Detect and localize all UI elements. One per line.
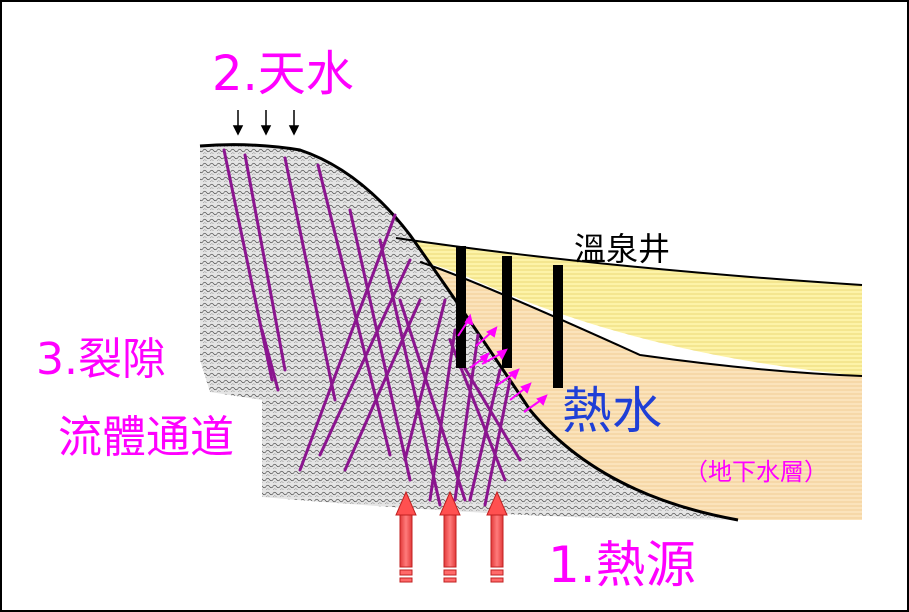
fluid-channel-label: 流體通道 bbox=[58, 412, 234, 463]
ground-surface-line bbox=[199, 143, 739, 522]
fracture-line bbox=[316, 163, 392, 457]
fracture-line bbox=[348, 208, 412, 482]
fracture-line bbox=[398, 298, 467, 502]
fracture-line bbox=[243, 153, 287, 372]
heat-arrow bbox=[439, 490, 461, 583]
hot-water-label: 熱水 bbox=[562, 382, 662, 440]
fracture-lines bbox=[222, 148, 522, 507]
rain-arrowhead bbox=[288, 125, 300, 136]
rain-arrows bbox=[232, 110, 300, 136]
fracture-line bbox=[318, 258, 412, 457]
fracture-line bbox=[378, 238, 442, 507]
heat-arrow bbox=[486, 490, 508, 583]
fracture-line bbox=[298, 213, 397, 472]
aquifer-label: （地下水層） bbox=[684, 458, 828, 486]
fracture-line bbox=[428, 328, 457, 502]
hot-water-arrowhead bbox=[536, 394, 548, 406]
hot-water-arrowhead bbox=[508, 368, 520, 380]
well-bore bbox=[502, 256, 512, 368]
hot-water-arrowhead bbox=[486, 326, 498, 338]
hot-spring-wells bbox=[456, 246, 563, 388]
well-bore bbox=[456, 246, 466, 368]
fracture-line bbox=[260, 328, 280, 392]
fracture-line bbox=[458, 358, 522, 462]
rain-label: 2.天水 bbox=[212, 46, 354, 102]
hot-water-arrowhead bbox=[520, 382, 532, 394]
rain-arrowhead bbox=[260, 125, 272, 136]
fracture-line bbox=[283, 156, 337, 402]
fracture-line bbox=[483, 378, 512, 507]
well-bore bbox=[553, 265, 563, 388]
heat-source-label: 1.熱源 bbox=[548, 536, 696, 594]
fracture-line bbox=[343, 298, 422, 472]
aquifer-layer bbox=[420, 262, 862, 520]
heat-source-arrows bbox=[395, 490, 508, 583]
hot-water-arrowhead bbox=[479, 352, 490, 364]
heat-arrow bbox=[395, 490, 417, 583]
fracture-label: 3.裂隙 bbox=[36, 334, 166, 385]
fracture-line bbox=[468, 368, 502, 502]
fracture-line bbox=[453, 333, 480, 502]
hot-spring-well-label: 溫泉井 bbox=[574, 230, 671, 268]
fracture-line bbox=[403, 298, 447, 462]
upper-layer-top-line bbox=[395, 237, 863, 286]
hot-water-arrowhead bbox=[464, 313, 474, 326]
upper-sediment-layer bbox=[396, 238, 862, 376]
hot-water-arrowhead bbox=[496, 348, 508, 360]
rain-arrowhead bbox=[232, 125, 244, 136]
hot-water-arrows bbox=[457, 313, 548, 413]
